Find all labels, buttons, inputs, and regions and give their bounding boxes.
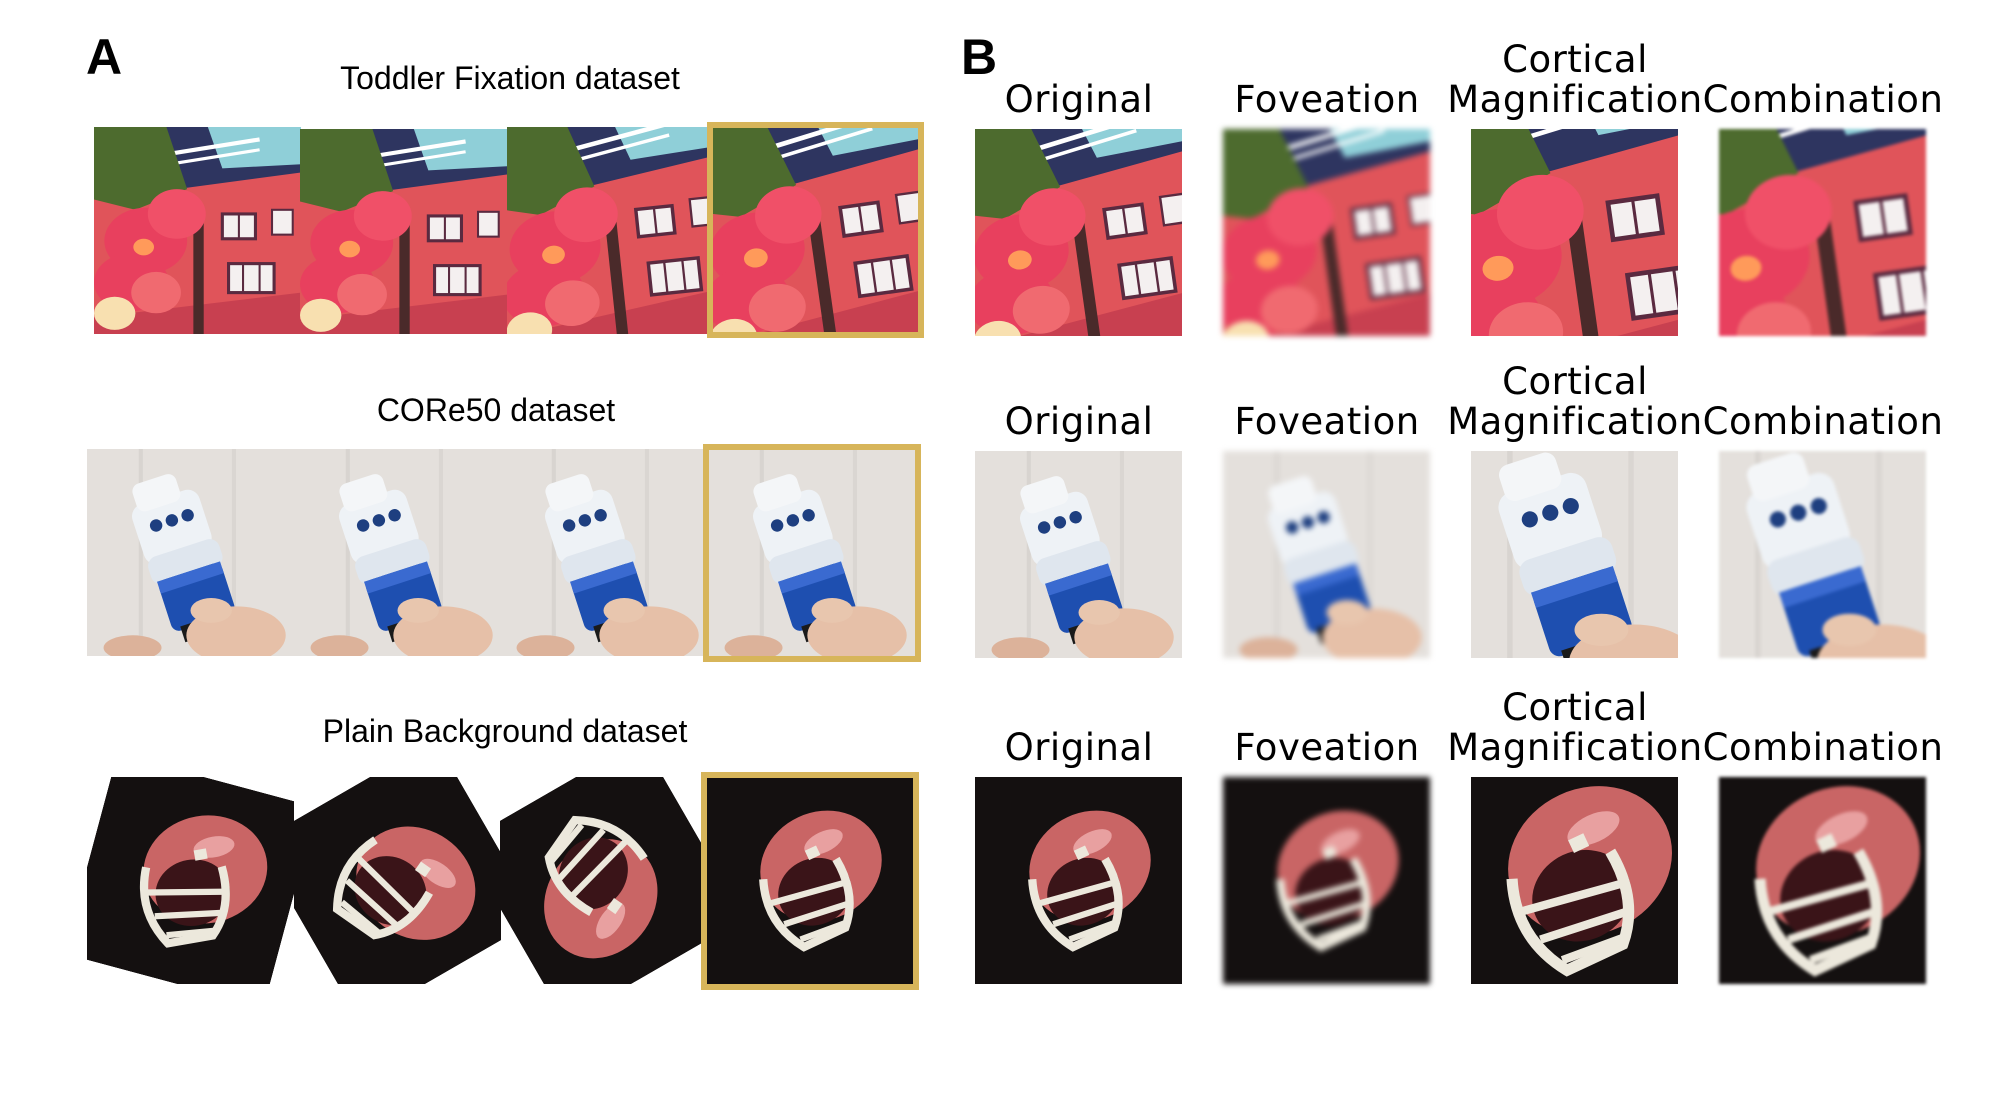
col-label-cortical-1: Cortical	[1502, 686, 1648, 729]
plain-foveation	[1223, 777, 1430, 984]
plain-frame-3	[500, 777, 707, 984]
toddler-frame-1	[94, 127, 301, 334]
toddler-frame-3	[507, 127, 714, 334]
plain-combination	[1719, 777, 1926, 984]
core50-frame-1	[87, 449, 294, 656]
plain-frame-2	[294, 777, 501, 984]
core50-frame-2	[294, 449, 501, 656]
panel-a-letter: A	[86, 29, 123, 85]
dataset-title-plain: Plain Background dataset	[322, 713, 688, 749]
toddler-cortical	[1471, 129, 1678, 336]
core50-cortical	[1471, 451, 1678, 658]
col-label-cortical-2: Magnification	[1447, 400, 1703, 443]
toddler-original	[975, 129, 1182, 336]
col-label-cortical-2: Magnification	[1447, 78, 1703, 121]
core50-highlight-box	[703, 444, 921, 662]
col-label-cortical-1: Cortical	[1502, 38, 1648, 81]
toddler-foveation	[1223, 129, 1430, 336]
core50-frame-3	[500, 449, 707, 656]
col-label-foveation: Foveation	[1234, 400, 1420, 443]
col-label-original: Original	[1004, 78, 1154, 121]
col-label-cortical-2: Magnification	[1447, 726, 1703, 769]
toddler-frame-2	[300, 127, 507, 334]
col-label-cortical-1: Cortical	[1502, 360, 1648, 403]
col-label-original: Original	[1004, 726, 1154, 769]
col-label-combination: Combination	[1702, 78, 1944, 121]
core50-foveation	[1223, 451, 1430, 658]
plain-original	[975, 777, 1182, 984]
plain-cortical	[1471, 777, 1678, 984]
core50-combination	[1719, 451, 1926, 658]
col-label-foveation: Foveation	[1234, 78, 1420, 121]
plain-frame-1	[87, 777, 294, 984]
panel-b-letter: B	[961, 29, 998, 85]
toddler-combination	[1719, 129, 1926, 336]
col-label-foveation: Foveation	[1234, 726, 1420, 769]
col-label-combination: Combination	[1702, 400, 1944, 443]
dataset-title-core50: CORe50 dataset	[376, 392, 616, 428]
core50-original	[975, 451, 1182, 658]
col-label-combination: Combination	[1702, 726, 1944, 769]
col-label-original: Original	[1004, 400, 1154, 443]
plain-highlight-box	[701, 772, 919, 990]
toddler-highlight-box	[707, 122, 924, 338]
dataset-title-toddler: Toddler Fixation dataset	[340, 60, 680, 96]
